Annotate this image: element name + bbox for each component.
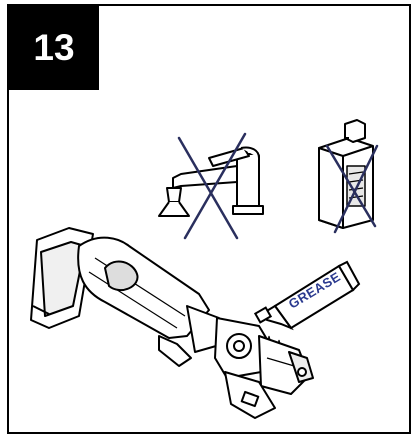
press-tool-icon — [30, 227, 314, 419]
water-tap-icon — [158, 146, 264, 217]
instruction-illustration: GREASE — [30, 119, 379, 419]
cross-icon — [325, 144, 379, 234]
cross-icon — [177, 132, 247, 240]
illustration-frame: 13 — [7, 4, 411, 434]
step-number-badge: 13 — [9, 6, 99, 90]
